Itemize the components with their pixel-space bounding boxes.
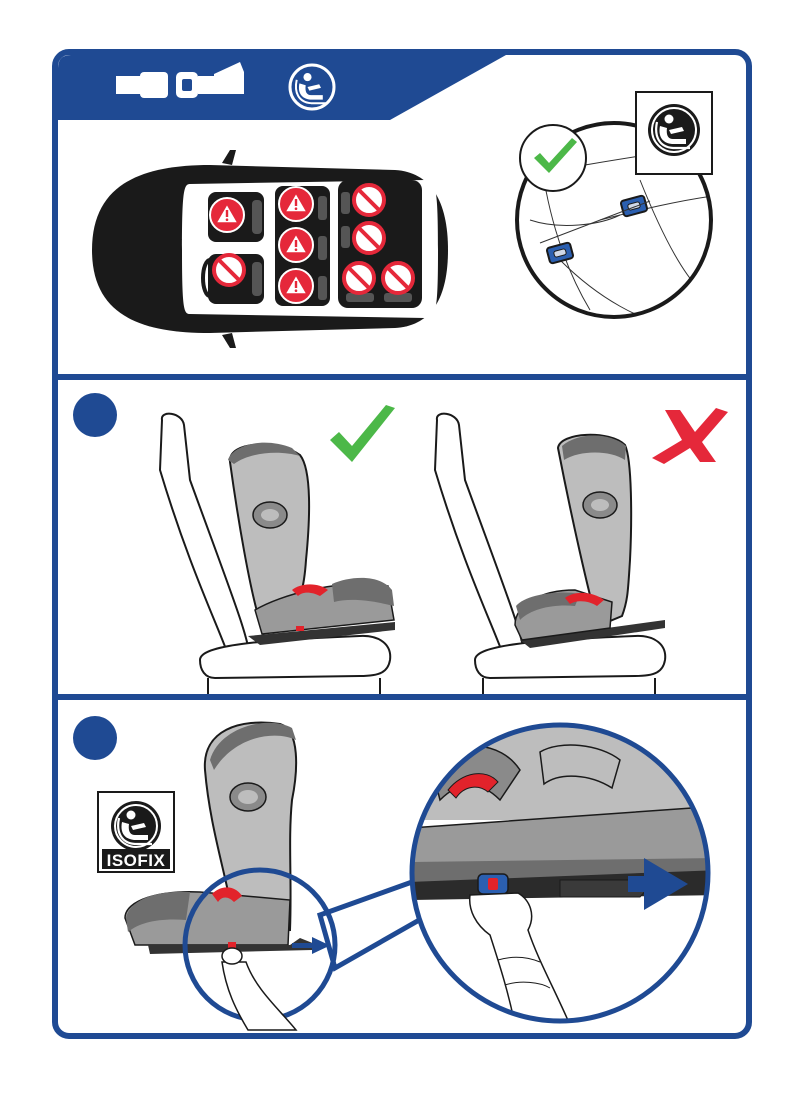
warning-icon-row2-right — [279, 269, 313, 303]
step-1-marker — [73, 393, 117, 437]
warning-icon-row2-mid — [279, 228, 313, 262]
isofix-badge: ISOFIX — [98, 792, 174, 872]
isofix-child-seat-icon — [290, 65, 334, 109]
prohibited-icon-row3-c — [344, 263, 374, 293]
warning-icon-row2-left — [279, 187, 313, 221]
step-2-marker — [73, 716, 117, 760]
warning-icon-front — [210, 198, 244, 232]
prohibited-icon-row3-d — [383, 263, 413, 293]
isofix-logo-box — [636, 92, 712, 174]
car-top-view — [92, 150, 448, 348]
checkmark-badge — [520, 125, 586, 191]
prohibited-icon-row3-a — [354, 185, 384, 215]
prohibited-icon-row3-b — [354, 223, 384, 253]
prohibited-icon-front — [214, 255, 244, 285]
isofix-badge-label: ISOFIX — [107, 851, 166, 870]
